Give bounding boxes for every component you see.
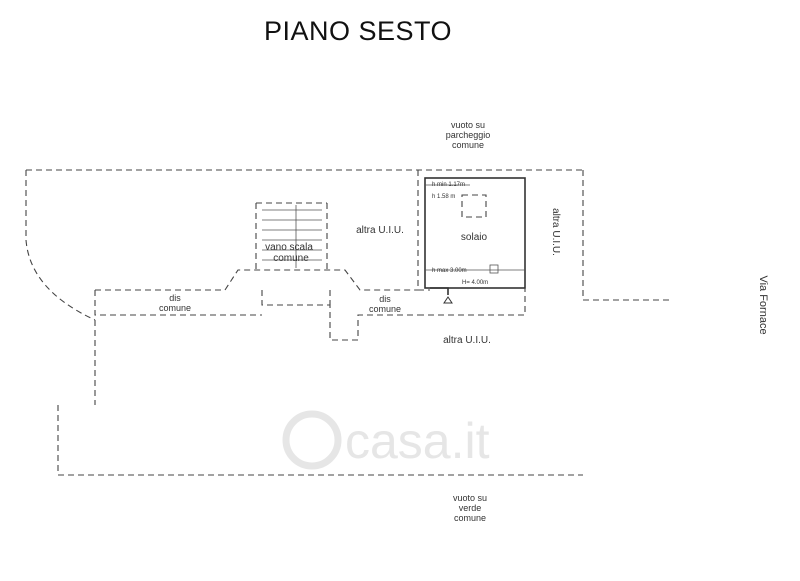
svg-text:comune: comune [273, 253, 309, 264]
page-title: PIANO SESTO [263, 16, 453, 46]
solaio-label: solaio [461, 232, 488, 243]
dis-right-label: dis comune [369, 294, 401, 314]
watermark-logo-icon [282, 410, 342, 470]
altra-uiu-bottom-label: altra U.I.U. [443, 335, 491, 346]
altra-uiu-top-label: altra U.I.U. [356, 225, 404, 236]
svg-text:dis: dis [379, 294, 391, 304]
svg-text:dis: dis [169, 293, 181, 303]
svg-text:comune: comune [159, 303, 191, 313]
vuoto-parcheggio-label: vuoto su parcheggio comune [446, 120, 491, 150]
svg-text:vano scala: vano scala [265, 242, 313, 253]
h-mid-label: h 1.58 m [432, 194, 455, 200]
svg-text:comune: comune [452, 140, 484, 150]
svg-text:comune: comune [454, 513, 486, 523]
svg-text:parcheggio: parcheggio [446, 130, 491, 140]
watermark-text: casa.it [345, 413, 490, 469]
svg-text:vuoto su: vuoto su [453, 493, 487, 503]
outer-boundary [25, 169, 670, 476]
solaio-room [417, 170, 526, 316]
vuoto-verde-label: vuoto su verde comune [453, 493, 487, 523]
altra-uiu-right-label: altra U.I.U. [550, 208, 561, 256]
dis-left-label: dis comune [159, 293, 191, 313]
h-min-label: h min 1.17m [432, 182, 465, 188]
stair [255, 202, 328, 270]
vano-scala-label: vano scala comune [265, 242, 313, 264]
corridor [94, 269, 418, 341]
svg-text:verde: verde [459, 503, 482, 513]
svg-text:vuoto su: vuoto su [451, 120, 485, 130]
street-label: Via Fornace [757, 275, 769, 334]
watermark: casa.it [282, 410, 490, 470]
svg-text:comune: comune [369, 304, 401, 314]
h-right-label: H= 4.00m [462, 280, 488, 286]
h-max-label: h max 3.00m [432, 268, 467, 274]
